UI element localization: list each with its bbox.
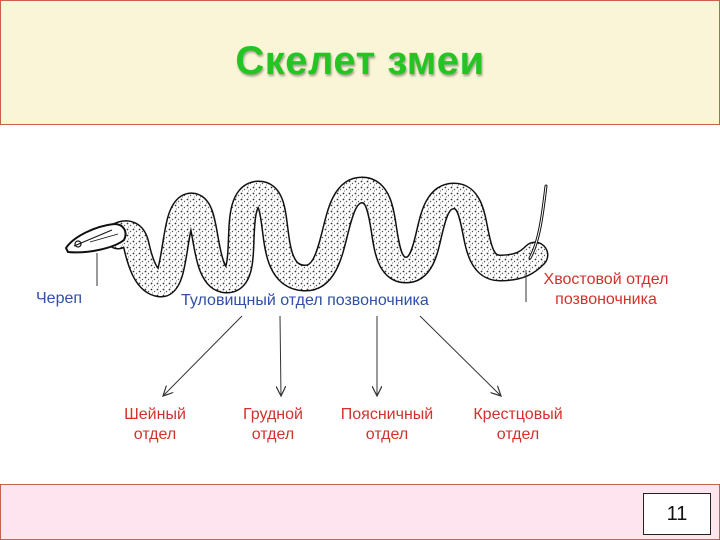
thoracic-section-label: Грудной отдел [228, 405, 318, 445]
thoracic-arrow [280, 315, 281, 396]
title-bar: Скелет змеи [0, 0, 720, 125]
snake-body [104, 176, 549, 298]
sacral-arrow [419, 315, 501, 396]
neck-arrow [163, 315, 243, 396]
neck-label-line2: отдел [133, 426, 177, 443]
sacral-label-line1: Крестцовый [473, 406, 563, 423]
snake-skull [64, 222, 127, 254]
thoracic-label-line1: Грудной [243, 406, 303, 423]
sacral-section-label: Крестцовый отдел [458, 405, 578, 445]
tail-label: Хвостовой отдел позвоночника [536, 270, 676, 310]
page-number: 11 [643, 493, 711, 535]
snake-skeleton-diagram [0, 125, 720, 480]
sacral-label-line2: отдел [496, 426, 540, 443]
thoracic-label-line2: отдел [251, 426, 295, 443]
tail-label-line2: позвоночника [555, 291, 657, 308]
lumbar-label-line1: Поясничный [340, 406, 434, 423]
trunk-label: Туловищный отдел позвоночника [181, 292, 429, 309]
skull-label: Череп [36, 290, 83, 307]
tail-label-line1: Хвостовой отдел [543, 271, 669, 288]
neck-section-label: Шейный отдел [110, 405, 200, 445]
lumbar-label-line2: отдел [365, 426, 409, 443]
footer-bar [0, 484, 720, 540]
neck-label-line1: Шейный [124, 406, 186, 423]
slide-title: Скелет змеи [235, 39, 485, 83]
diagram-svg [64, 176, 549, 480]
lumbar-section-label: Поясничный отдел [327, 405, 447, 445]
